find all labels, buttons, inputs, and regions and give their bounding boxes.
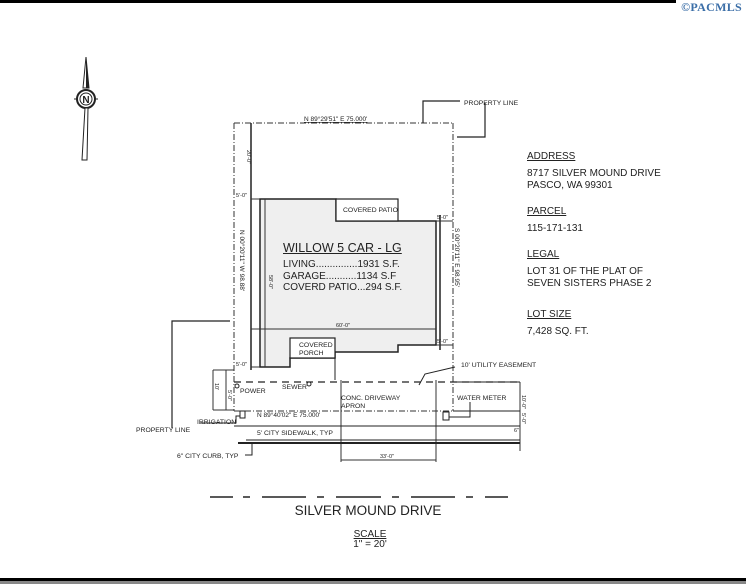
dim-easement-depth: 10'-0" <box>520 395 526 409</box>
bearing-east: S 00°20'11" E 98.95' <box>453 228 461 287</box>
parcel-heading: PARCEL <box>527 206 567 217</box>
parcel-section: PARCEL 115-171-131 <box>527 206 727 235</box>
scale-value: 1" = 20' <box>353 539 387 550</box>
house-row-garage: GARAGE...........1134 S.F <box>283 270 397 282</box>
label-covered-porch-2: PORCH <box>299 350 324 357</box>
power-icon <box>234 383 240 389</box>
bearing-north: N 89°29'51" E 75.000' <box>304 115 367 123</box>
bearing-west: N 00°20'11" W 98.88' <box>238 230 246 291</box>
svg-text:N: N <box>82 95 89 106</box>
label-sewer: SEWER <box>282 384 307 391</box>
north-arrow-icon: N <box>74 56 98 161</box>
parcel-number: 115-171-131 <box>527 223 583 234</box>
sewer-icon <box>306 381 312 387</box>
dim-right-setback-top: 5'-0" <box>437 215 448 221</box>
label-covered-patio: COVERED PATIO <box>343 207 398 214</box>
dim-sidewalk-width: 5'-0" <box>520 413 526 424</box>
house-model-title: WILLOW 5 CAR - LG <box>283 241 402 255</box>
label-driveway: CONC. DRIVEWAY <box>341 395 401 402</box>
dim-front-setback: 10' <box>213 383 219 390</box>
legal-heading: LEGAL <box>527 249 560 260</box>
lot-size-value: 7,428 SQ. FT. <box>527 326 589 337</box>
house-row-living: LIVING...............1931 S.F. <box>283 259 400 270</box>
scale-note: SCALE 1" = 20' <box>330 530 410 550</box>
label-irrigation: IRRIGATION <box>197 419 236 426</box>
lot-size-section: LOT SIZE 7,428 SQ. FT. <box>527 309 727 338</box>
scale-heading: SCALE <box>353 529 387 540</box>
top-border-rule <box>0 0 676 3</box>
label-curb: 6" CITY CURB, TYP <box>177 453 239 460</box>
label-power: POWER <box>240 388 266 395</box>
bottom-border-shadow <box>0 581 746 584</box>
property-info-panel: ADDRESS 8717 SILVER MOUND DRIVE PASCO, W… <box>527 151 727 352</box>
dim-right-setback-bottom: 5'-0" <box>437 339 448 345</box>
irrigation-icon <box>239 410 246 419</box>
water-meter-icon <box>442 411 450 421</box>
dim-front-setback-2: 5'-0" <box>226 390 232 401</box>
label-water-meter: WATER METER <box>457 395 507 402</box>
dim-left-setback-top: 5'-0" <box>236 193 247 199</box>
legal-line-1: LOT 31 OF THE PLAT OF <box>527 266 643 277</box>
bearing-south: N 89°40'02" E 75.000' <box>257 411 320 419</box>
covered-patio <box>335 198 399 222</box>
label-property-line-left: PROPERTY LINE <box>136 427 191 434</box>
property-line-leaders <box>171 100 486 428</box>
house-summary: WILLOW 5 CAR - LG LIVING...............1… <box>283 241 402 294</box>
address-line-2: PASCO, WA 99301 <box>527 180 613 191</box>
bottom-border-rule <box>0 578 746 581</box>
pacmls-watermark: ©PACMLS <box>681 0 742 14</box>
property-boundary <box>233 122 454 412</box>
address-line-1: 8717 SILVER MOUND DRIVE <box>527 168 661 179</box>
lot-size-heading: LOT SIZE <box>527 309 572 320</box>
dim-rear-setback: 20'-0" <box>245 150 251 164</box>
label-sidewalk: 5' CITY SIDEWALK, TYP <box>257 430 333 437</box>
road-name: SILVER MOUND DRIVE <box>294 503 442 518</box>
house-row-patio: COVERD PATIO...294 S.F. <box>283 282 403 293</box>
dim-house-width: 60'-0" <box>336 323 350 329</box>
legal-line-2: SEVEN SISTERS PHASE 2 <box>527 278 652 289</box>
address-section: ADDRESS 8717 SILVER MOUND DRIVE PASCO, W… <box>527 151 727 192</box>
legal-section: LEGAL LOT 31 OF THE PLAT OF SEVEN SISTER… <box>527 249 727 290</box>
address-heading: ADDRESS <box>527 151 576 162</box>
row-lines <box>234 410 520 444</box>
label-covered-porch-1: COVERED <box>299 342 333 349</box>
label-property-line-top: PROPERTY LINE <box>464 100 519 107</box>
dim-left-setback-bottom: 5'-0" <box>236 362 247 368</box>
dim-house-depth: 58'-0" <box>267 275 273 289</box>
label-utility-easement: 10' UTILITY EASEMENT <box>461 362 536 369</box>
dimension-lines <box>212 198 521 462</box>
dim-curb-width: 6" <box>514 428 519 434</box>
dim-driveway-width: 33'-0" <box>380 454 394 460</box>
label-driveway-apron: APRON <box>341 403 365 410</box>
